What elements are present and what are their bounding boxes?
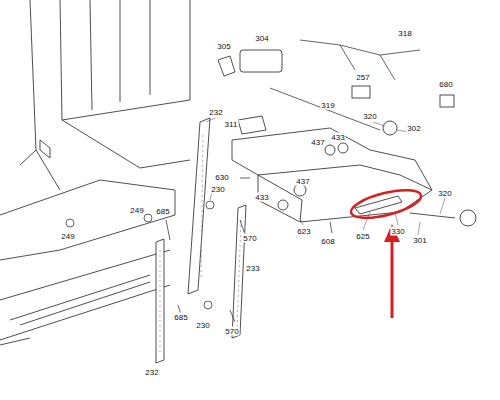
highlight-ellipse — [348, 185, 423, 224]
callout-number: 249 — [60, 232, 75, 241]
callout-number: 304 — [254, 34, 269, 43]
light-lens — [355, 196, 402, 214]
callout-number: 302 — [406, 124, 421, 133]
callout-number: 433 — [330, 133, 345, 142]
callout-number: 608 — [320, 237, 335, 246]
nut-230 — [206, 201, 214, 209]
part-433 — [338, 143, 348, 153]
housing-edges — [258, 165, 432, 222]
callout-number: 685 — [173, 313, 188, 322]
callout-number: 623 — [296, 227, 311, 236]
highlight-arrow — [391, 232, 394, 318]
leader-lines — [206, 118, 445, 235]
part-305 — [218, 56, 235, 76]
callout-number: 433 — [254, 193, 269, 202]
housing-body — [232, 128, 432, 222]
callout-number: 437 — [295, 177, 310, 186]
callout-number: 685 — [155, 207, 170, 216]
part-304 — [240, 50, 282, 72]
leader — [206, 118, 445, 235]
bracket — [40, 140, 50, 158]
screw-320 — [410, 213, 455, 218]
callout-number: 230 — [210, 185, 225, 194]
part-433-lower — [278, 200, 288, 210]
callout-number: 305 — [216, 42, 231, 51]
callout-number: 232 — [144, 368, 159, 377]
callout-number: 318 — [397, 29, 412, 38]
callout-number: 301 — [412, 236, 427, 245]
callout-number: 570 — [224, 327, 239, 336]
callout-number: 230 — [195, 321, 210, 330]
part-680 — [440, 95, 454, 107]
callout-number: 320 — [362, 112, 377, 121]
screws — [66, 178, 332, 322]
control-housing — [218, 50, 476, 226]
callout-number: 437 — [310, 138, 325, 147]
part-320 — [383, 121, 397, 135]
part-437 — [325, 145, 335, 155]
callout-number: 625 — [355, 232, 370, 241]
callout-number: 319 — [320, 101, 335, 110]
part-257 — [352, 86, 370, 98]
callout-number: 630 — [214, 173, 229, 182]
wires — [270, 40, 420, 130]
callout-number: 257 — [355, 73, 370, 82]
part-437-lower — [294, 184, 306, 196]
callout-number: 330 — [390, 227, 405, 236]
cabinet-bottom — [0, 250, 170, 345]
cabinet-outline — [30, 0, 190, 190]
part-301 — [460, 210, 476, 226]
callout-number: 320 — [437, 189, 452, 198]
screw-570-lower — [230, 310, 235, 322]
screw-685 — [166, 220, 170, 240]
rail-slots — [160, 135, 241, 355]
callout-number: 249 — [129, 206, 144, 215]
wire-harness — [270, 40, 420, 130]
screw-608 — [330, 222, 332, 233]
cabinet-liner — [20, 0, 120, 165]
part-311 — [238, 116, 266, 134]
callout-number: 233 — [245, 264, 260, 273]
screw-249-left — [66, 219, 74, 227]
callout-number: 570 — [242, 234, 257, 243]
shelf — [0, 180, 175, 260]
callout-number: 232 — [208, 108, 223, 117]
screw-630 — [240, 178, 250, 179]
rail-holes — [160, 135, 241, 355]
callout-number: 680 — [438, 80, 453, 89]
nut-230-lower — [204, 301, 212, 309]
callout-number: 311 — [224, 120, 239, 129]
screw-570 — [240, 220, 244, 232]
screw-249 — [144, 214, 152, 222]
